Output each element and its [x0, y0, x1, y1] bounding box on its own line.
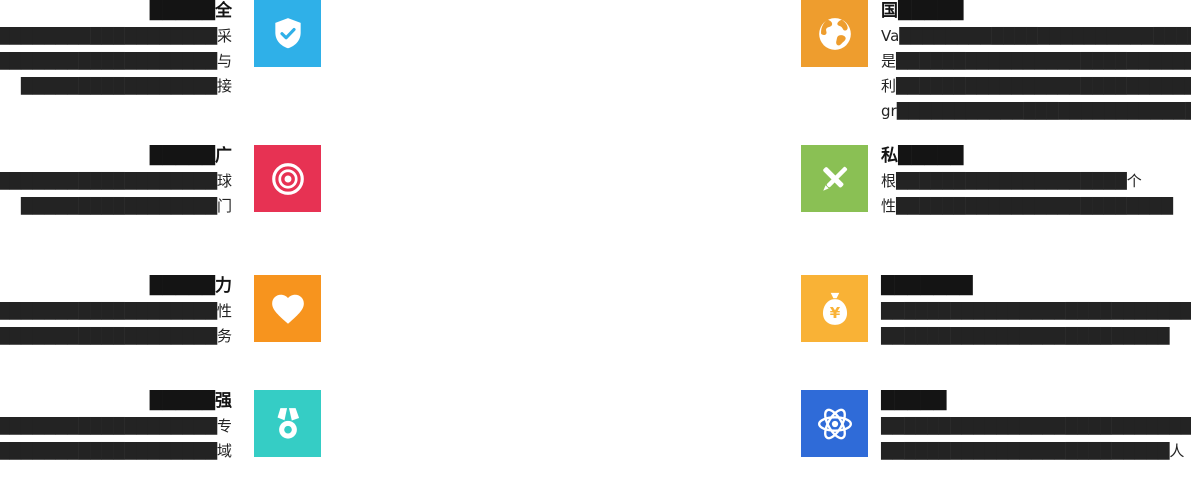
feature-line: 利███████████████████████████████	[881, 77, 1191, 95]
feature-line: █████████████████门	[20, 197, 232, 215]
feature-line: █████████████████████████人	[881, 442, 1185, 460]
feature-title: █████	[881, 391, 947, 411]
feature-line: 根████████████████████个	[881, 172, 1142, 190]
feature-line: ████████████████████████████市	[881, 302, 1191, 320]
feature-line: ████████████████████████性	[0, 302, 232, 320]
medal-icon	[254, 390, 321, 457]
feature-line: gr█████████████████████████████ai	[881, 102, 1191, 120]
svg-text:¥: ¥	[829, 303, 840, 321]
feature-text-global: 国█████ Va███████████████████████████████…	[881, 0, 1191, 124]
feature-text-tech: █████ ███████████████████████████ ██████…	[881, 390, 1191, 464]
feature-line: 四████████████████████专	[0, 417, 232, 435]
feature-text-coverage: █████广 ████████████████████球 ███████████…	[0, 145, 232, 219]
feature-line: 是█████████████████████████████和	[881, 52, 1191, 70]
feature-text-safety: █████全 ██████████████████████采 █████████…	[0, 0, 232, 99]
feature-line: ███████████████████████████	[881, 417, 1191, 435]
atom-icon	[801, 390, 868, 457]
feature-title: █████全	[149, 1, 232, 21]
feature-line: Va███████████████████████████████	[881, 27, 1191, 45]
money-bag-icon: ¥	[801, 275, 868, 342]
heart-icon	[254, 275, 321, 342]
pencil-ruler-icon	[801, 145, 868, 212]
feature-line: 性████████████████████████	[881, 197, 1173, 215]
feature-title: 私█████	[881, 146, 964, 166]
feature-line: ██████████████████████采	[0, 27, 232, 45]
globe-icon	[801, 0, 868, 67]
target-icon	[254, 145, 321, 212]
feature-title: ███████	[881, 276, 973, 296]
feature-text-custom: 私█████ 根████████████████████个 性█████████…	[881, 145, 1191, 219]
feature-line: █████████████████████████	[881, 327, 1170, 345]
feature-line: ████████████████████球	[0, 172, 232, 190]
feature-title: 国█████	[881, 1, 964, 21]
feature-title: █████力	[149, 276, 232, 296]
feature-text-service: █████力 ████████████████████████性 ███████…	[0, 275, 232, 349]
shield-check-icon	[254, 0, 321, 67]
feature-title: █████广	[149, 146, 232, 166]
feature-line: ████████████████████与	[0, 52, 232, 70]
feature-text-funds: ███████ ████████████████████████████市 ██…	[881, 275, 1191, 349]
feature-line: ████████████████████务	[0, 327, 232, 345]
feature-title: █████强	[149, 391, 232, 411]
feature-text-strength: █████强 四████████████████████专 ██████████…	[0, 390, 232, 464]
feature-line: ████████████████████域	[0, 442, 232, 460]
feature-line: █████████████████接	[20, 77, 232, 95]
